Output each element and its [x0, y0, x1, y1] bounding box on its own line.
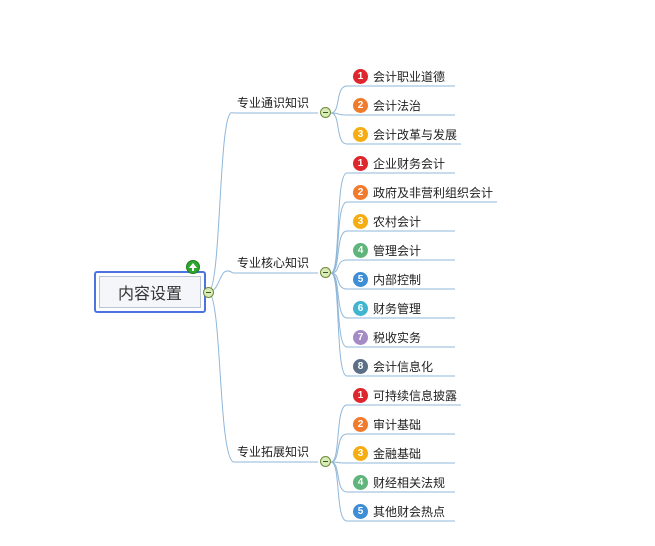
priority-2-icon: 2: [353, 98, 368, 113]
topic-item[interactable]: 5 其他财会热点: [353, 503, 445, 520]
branch-to-leaf-connector: [330, 272, 348, 319]
topic-item[interactable]: 3 农村会计: [353, 213, 421, 230]
branch-label[interactable]: 专业通识知识: [237, 96, 310, 110]
priority-4-icon: 4: [353, 243, 368, 258]
topic-item[interactable]: 7 税收实务: [353, 329, 421, 346]
topic-item[interactable]: 1 会计职业道德: [353, 68, 445, 85]
branch-to-leaf-connector: [330, 172, 348, 274]
branch-to-leaf-connector: [330, 272, 348, 290]
topic-item[interactable]: 2 审计基础: [353, 416, 421, 433]
priority-3-icon: 3: [353, 127, 368, 142]
priority-3-icon: 3: [353, 446, 368, 461]
topic-item-label: 会计法治: [373, 99, 422, 113]
topic-item-label: 会计职业道德: [373, 70, 446, 84]
topic-item[interactable]: 2 会计法治: [353, 97, 421, 114]
priority-5-icon: 5: [353, 272, 368, 287]
topic-item-label: 财务管理: [373, 302, 422, 316]
priority-1-icon: 1: [353, 156, 368, 171]
root-to-branch-connector: [207, 112, 234, 293]
branch-to-leaf-connector: [330, 201, 348, 274]
branch-to-leaf-connector: [330, 112, 348, 116]
topic-item[interactable]: 3 会计改革与发展: [353, 126, 457, 143]
topic-item[interactable]: 1 可持续信息披露: [353, 387, 457, 404]
topic-item[interactable]: 1 企业财务会计: [353, 155, 445, 172]
topic-item[interactable]: 6 财务管理: [353, 300, 421, 317]
topic-item-label: 其他财会热点: [373, 505, 446, 519]
topic-item-label: 税收实务: [373, 331, 422, 345]
priority-3-icon: 3: [353, 214, 368, 229]
topic-item[interactable]: 3 金融基础: [353, 445, 421, 462]
branch-collapse-toggle[interactable]: [320, 267, 331, 278]
topic-item-label: 可持续信息披露: [373, 389, 458, 403]
drill-up-icon[interactable]: [186, 260, 200, 274]
root-topic-label: 内容设置: [99, 276, 201, 308]
branch-to-leaf-connector: [330, 272, 348, 348]
branch-to-leaf-connector: [330, 112, 348, 145]
topic-item-label: 内部控制: [373, 273, 422, 287]
priority-4-icon: 4: [353, 475, 368, 490]
topic-item-label: 政府及非营利组织会计: [373, 186, 494, 200]
topic-item-label: 金融基础: [373, 447, 422, 461]
branch-collapse-toggle[interactable]: [320, 107, 331, 118]
branch-to-leaf-connector: [330, 461, 348, 464]
topic-item-label: 农村会计: [373, 215, 422, 229]
topic-item[interactable]: 8 会计信息化: [353, 358, 433, 375]
topic-item-label: 管理会计: [373, 244, 422, 258]
priority-8-icon: 8: [353, 359, 368, 374]
root-to-branch-connector: [207, 291, 234, 463]
branch-to-leaf-connector: [330, 461, 348, 522]
branch-collapse-toggle[interactable]: [320, 456, 331, 467]
topic-item-label: 审计基础: [373, 418, 422, 432]
topic-item-label: 企业财务会计: [373, 157, 446, 171]
branch-label[interactable]: 专业核心知识: [237, 256, 310, 270]
branch-label[interactable]: 专业拓展知识: [237, 445, 310, 459]
priority-5-icon: 5: [353, 504, 368, 519]
priority-7-icon: 7: [353, 330, 368, 345]
priority-1-icon: 1: [353, 69, 368, 84]
priority-6-icon: 6: [353, 301, 368, 316]
root-collapse-toggle[interactable]: [203, 287, 214, 298]
branch-to-leaf-connector: [330, 404, 348, 463]
branch-to-leaf-connector: [330, 433, 348, 463]
topic-item[interactable]: 5 内部控制: [353, 271, 421, 288]
topic-item-label: 财经相关法规: [373, 476, 446, 490]
topic-item[interactable]: 4 财经相关法规: [353, 474, 445, 491]
branch-to-leaf-connector: [330, 85, 348, 114]
priority-1-icon: 1: [353, 388, 368, 403]
branch-to-leaf-connector: [330, 272, 348, 377]
priority-2-icon: 2: [353, 417, 368, 432]
topic-item[interactable]: 2 政府及非营利组织会计: [353, 184, 493, 201]
topic-item[interactable]: 4 管理会计: [353, 242, 421, 259]
branch-to-leaf-connector: [330, 461, 348, 493]
topic-item-label: 会计信息化: [373, 360, 434, 374]
priority-2-icon: 2: [353, 185, 368, 200]
root-topic[interactable]: 内容设置: [94, 271, 206, 313]
branch-to-leaf-connector: [330, 259, 348, 274]
branch-to-leaf-connector: [330, 230, 348, 274]
topic-item-label: 会计改革与发展: [373, 128, 458, 142]
